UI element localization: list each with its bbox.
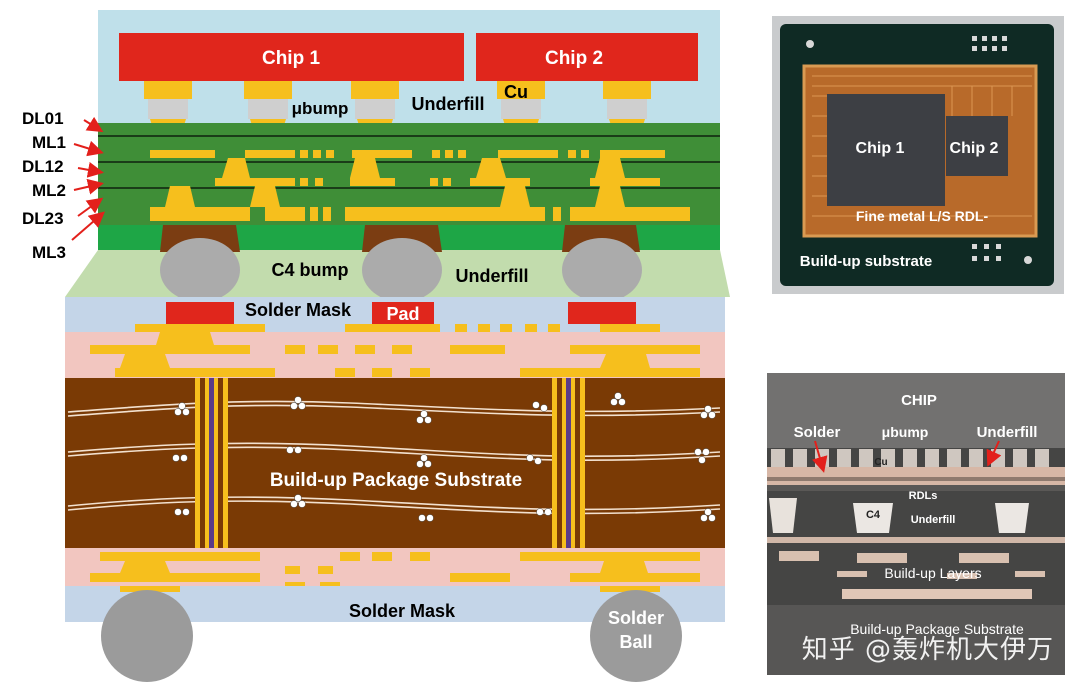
layer-label-ml3: ML3 [32, 243, 66, 262]
layer-legend: DL01 ML1 DL12 ML2 DL23 ML3 [22, 109, 106, 262]
sem-c4-bumps [769, 498, 1029, 533]
pad-right [568, 302, 636, 324]
layer-label-dl23: DL23 [22, 209, 64, 228]
core-layer [65, 378, 725, 548]
sem-underfill-label: Underfill [977, 424, 1038, 441]
glass-fiber-bundles [67, 400, 721, 515]
sem-buildup-band [842, 589, 1032, 599]
sem-ubump-label: μbump [882, 424, 929, 440]
package-top-view-image: Chip 1 Chip 2 Fine metal L/S RDL- Build-… [772, 16, 1064, 294]
cu-label: Cu [504, 82, 528, 102]
cross-section-sem-photo: CHIP Solder μbump Underfill Cu RDLs C4 U… [767, 373, 1065, 675]
layer-label-ml2: ML2 [32, 181, 66, 200]
sem-rdl-band [767, 467, 1065, 485]
sem-c4-label: C4 [866, 509, 881, 521]
arrow-ml3 [71, 211, 106, 241]
plated-through-hole-right [552, 378, 585, 548]
layer-label-dl01: DL01 [22, 109, 64, 128]
photo-rdl-label: Fine metal L/S RDL- [856, 208, 989, 224]
watermark-text: 知乎 @轰炸机大伊万 [801, 635, 1054, 665]
arrow-dl12 [77, 161, 104, 178]
sem-rdls-label: RDLs [909, 490, 938, 502]
photo-substrate-label: Build-up substrate [800, 253, 933, 270]
c4-bump-group [160, 225, 642, 302]
layer-label-dl12: DL12 [22, 157, 64, 176]
bottom-pads [120, 586, 660, 592]
lower-buildup-traces [90, 552, 700, 586]
rdl-traces [150, 150, 690, 221]
photo-chip-1-label: Chip 1 [856, 140, 905, 157]
photo-chip-2-label: Chip 2 [950, 140, 999, 157]
underfill-mid-label: Underfill [455, 266, 528, 286]
chip-1-label: Chip 1 [262, 48, 320, 69]
solder-mask-top-label: Solder Mask [245, 300, 352, 320]
solder-ball-label-line1: Solder [608, 608, 664, 628]
sem-solder-label: Solder [794, 424, 841, 441]
substrate-label: Build-up Package Substrate [270, 470, 522, 491]
pad-left [166, 302, 234, 324]
chip-2-label: Chip 2 [545, 48, 603, 69]
solder-ball-label-line2: Ball [619, 632, 652, 652]
solder-mask-bottom-label: Solder Mask [349, 601, 456, 621]
c4-bump-label: C4 bump [271, 260, 348, 280]
chip-1-die-photo [827, 94, 945, 206]
sem-buildup-layers-label: Build-up Layers [884, 565, 981, 581]
sem-buildup-pads [779, 551, 1045, 579]
layer-label-ml1: ML1 [32, 133, 66, 152]
ubump-label: μbump [292, 99, 349, 118]
underfill-top-label: Underfill [411, 94, 484, 114]
arrow-ml2 [73, 178, 104, 195]
sem-cu-label: Cu [874, 457, 887, 468]
upper-buildup-traces [90, 324, 700, 377]
sem-substrate-label: Build-up Package Substrate [850, 621, 1024, 637]
cross-section-sem-image: CHIP Solder μbump Underfill Cu RDLs C4 U… [767, 373, 1065, 675]
plated-through-hole-left [195, 378, 228, 548]
filler-particles [172, 392, 716, 522]
c4-bump [160, 225, 240, 302]
pad-center [372, 302, 434, 324]
sem-underfill-small-label: Underfill [911, 514, 956, 526]
chip-2-die-photo [946, 116, 1008, 176]
arrow-dl01 [83, 116, 104, 133]
sem-solder-arrow [812, 440, 828, 473]
chip-2-die [476, 33, 698, 81]
c4-bump [362, 225, 442, 302]
pad-label: Pad [386, 304, 419, 324]
solder-ball-right [590, 590, 682, 682]
chip-1-die [119, 33, 464, 81]
sem-chip-label: CHIP [901, 392, 937, 409]
c4-bump [562, 225, 642, 302]
arrow-dl23 [77, 197, 104, 217]
sem-underfill-arrow [986, 440, 1002, 467]
arrow-ml1 [73, 140, 104, 157]
package-top-view-photo: Chip 1 Chip 2 Fine metal L/S RDL- Build-… [772, 16, 1064, 294]
sem-chip-region [767, 373, 1065, 448]
solder-ball-left [101, 590, 193, 682]
